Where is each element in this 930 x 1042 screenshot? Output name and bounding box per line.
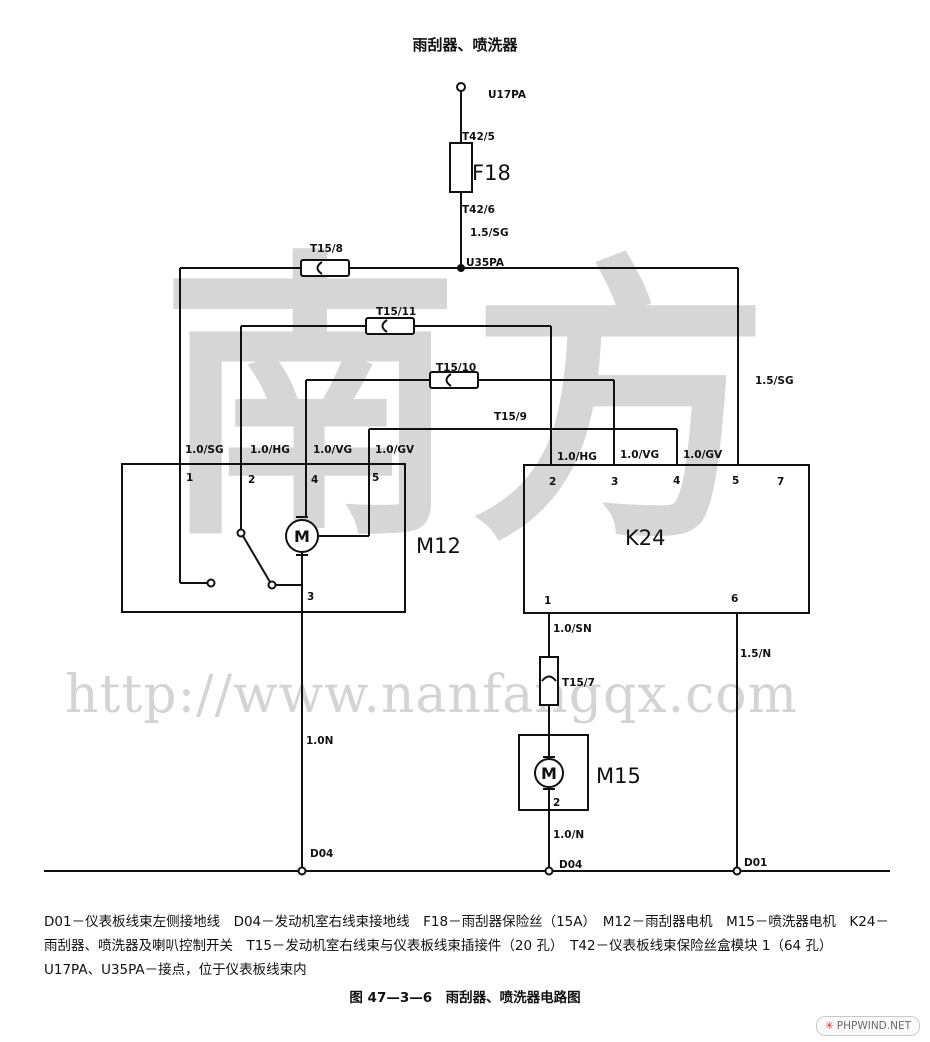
site-badge[interactable]: ✳PHPWIND.NET [815, 1016, 920, 1036]
label-m12-pin-2: 2 [248, 474, 255, 486]
fuse-f18 [449, 142, 473, 193]
label-t15-7: T15/7 [562, 677, 595, 689]
label-m12-pin-1: 1 [186, 472, 193, 484]
watermark-character-nan: 南 [160, 223, 460, 576]
m12-switch-contact-a [206, 578, 216, 588]
ground-node-d01 [732, 866, 742, 876]
label-wire-10vg-m12: 1.0/VG [313, 444, 352, 456]
connector-t15-10-cup [445, 373, 452, 387]
label-k24-pin-3: 3 [611, 476, 618, 488]
label-wire-15sg-top: 1.5/SG [470, 227, 509, 239]
label-t15-9: T15/9 [494, 411, 527, 423]
m12-motor-letter: M [294, 527, 310, 546]
label-wire-10sg: 1.0/SG [185, 444, 224, 456]
label-t42-5: T42/5 [462, 131, 495, 143]
legend-text: D01－仪表板线束左侧接地线 D04－发动机室右线束接地线 F18－雨刮器保险丝… [44, 914, 889, 978]
node-u17pa [456, 82, 466, 92]
label-wire-10gv-m12: 1.0/GV [375, 444, 415, 456]
m15-motor-letter: M [541, 764, 557, 783]
label-node-d01: D01 [744, 857, 767, 869]
ground-node-d04-left [297, 866, 307, 876]
label-t15-8: T15/8 [310, 243, 343, 255]
figure-caption: 图 47—3—6 雨刮器、喷洗器电路图 [349, 990, 581, 1006]
label-t15-10: T15/10 [436, 362, 476, 374]
connector-t15-7-cup [541, 675, 557, 682]
label-k24-pin-7: 7 [777, 476, 784, 488]
label-k24-pin-4: 4 [673, 475, 680, 487]
label-wire-10hg-k24: 1.0/HG [557, 451, 597, 463]
label-m12: M12 [416, 534, 461, 558]
label-wire-10gv-k24: 1.0/GV [683, 449, 723, 461]
connector-t15-11-cup [381, 319, 388, 333]
m12-switch-blade [242, 535, 271, 583]
watermark-character-fang: 方 [470, 228, 770, 581]
label-wire-10sn: 1.0/SN [553, 623, 592, 635]
m12-switch-contact-c [267, 580, 277, 590]
watermark-url: http://www.nanfangqx.com [65, 665, 798, 725]
connector-t15-8 [300, 259, 350, 277]
label-wire-10n-m12: 1.0N [306, 735, 333, 747]
m12-box [121, 463, 406, 613]
label-wire-10n-m15: 1.0/N [553, 829, 584, 841]
label-m12-pin-5: 5 [372, 472, 379, 484]
label-f18: F18 [472, 161, 511, 185]
label-k24-pin-1: 1 [544, 595, 551, 607]
label-m15-pin-2: 2 [553, 797, 560, 809]
label-m12-pin-3: 3 [307, 591, 314, 603]
m15-motor [534, 758, 564, 788]
m15-box [518, 734, 589, 811]
k24-box [523, 464, 810, 614]
label-wire-10vg-k24: 1.0/VG [620, 449, 659, 461]
label-wire-10hg-m12: 1.0/HG [250, 444, 290, 456]
connector-t15-10 [429, 371, 479, 389]
label-k24: K24 [625, 526, 666, 550]
connector-t15-8-cup [316, 261, 323, 275]
star-icon: ✳ [824, 1020, 834, 1032]
label-t42-6: T42/6 [462, 204, 495, 216]
label-node-d04-left: D04 [310, 848, 333, 860]
label-node-d04-mid: D04 [559, 859, 582, 871]
ground-node-d04-mid [544, 866, 554, 876]
connector-t15-11 [365, 317, 415, 335]
site-badge-label: PHPWIND.NET [836, 1020, 911, 1032]
label-m15: M15 [596, 764, 641, 788]
label-t15-11: T15/11 [376, 306, 416, 318]
label-node-u17pa: U17PA [488, 89, 527, 101]
label-wire-15n: 1.5/N [740, 648, 771, 660]
label-k24-pin-5: 5 [732, 475, 739, 487]
diagram-title: 雨刮器、喷洗器 [412, 36, 518, 54]
label-wire-15sg-right: 1.5/SG [755, 375, 794, 387]
label-node-u35pa: U35PA [466, 257, 505, 269]
m12-switch-contact-b [236, 528, 246, 538]
label-k24-pin-2: 2 [549, 476, 556, 488]
label-k24-pin-6: 6 [731, 593, 738, 605]
label-m12-pin-4: 4 [311, 474, 318, 486]
